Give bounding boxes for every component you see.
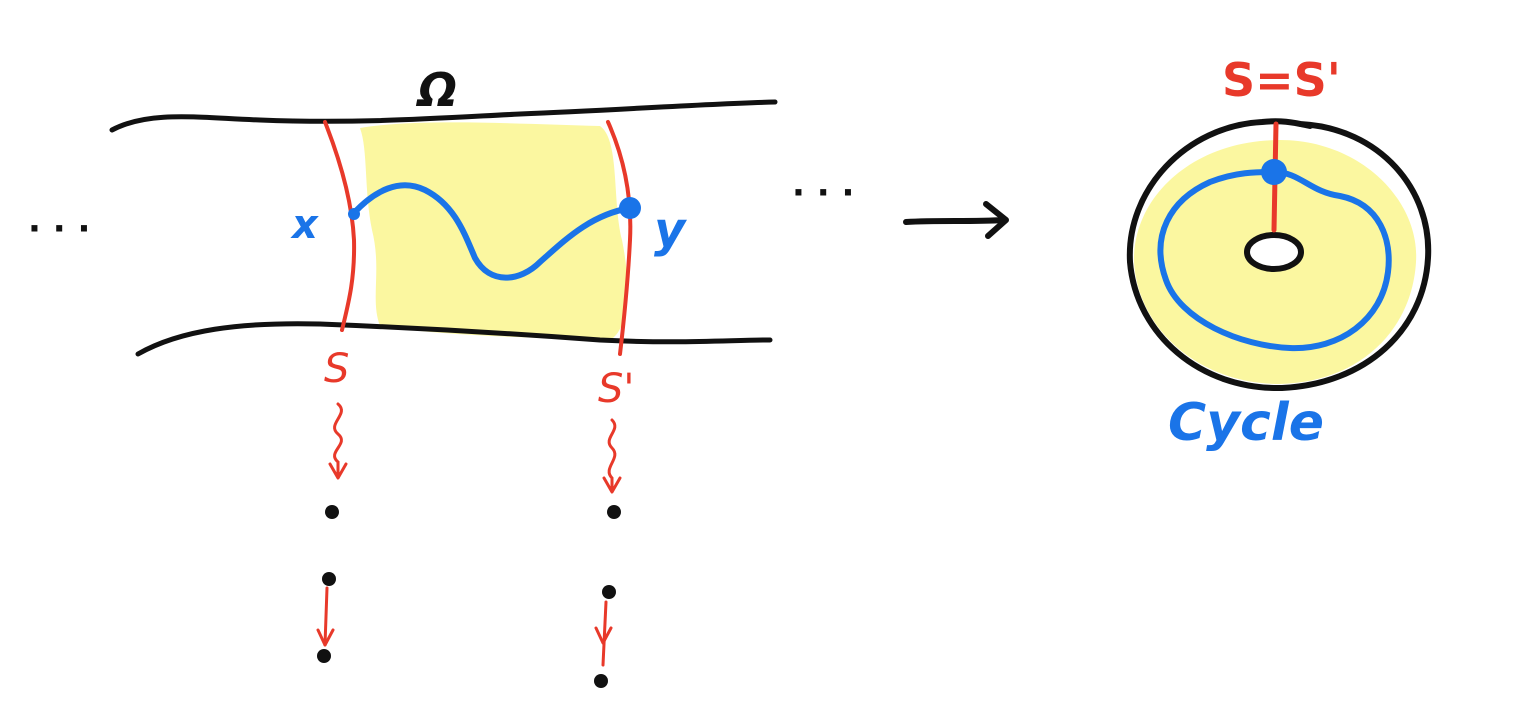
s-label: S bbox=[324, 346, 349, 392]
s-orbit-dot-3 bbox=[317, 649, 331, 663]
s-prime-squiggle-arrow bbox=[607, 418, 617, 490]
cycle-loop bbox=[1157, 169, 1392, 352]
strip-top-boundary bbox=[109, 99, 778, 133]
right-ellipsis: · · · bbox=[792, 173, 854, 213]
arrow-right-icon bbox=[903, 217, 1007, 225]
s-arrow-down bbox=[323, 586, 329, 647]
s-orbit-dot-2 bbox=[322, 572, 336, 586]
annulus-diagram: S=S' Cycle bbox=[1126, 53, 1432, 453]
s-eq-s-prime-label: S=S' bbox=[1222, 53, 1341, 107]
highlight-region bbox=[360, 122, 628, 340]
s-orbit-dot-1 bbox=[325, 505, 339, 519]
s-arrow-down-head bbox=[316, 628, 335, 647]
map-arrow bbox=[903, 201, 1009, 239]
annulus-outer-boundary bbox=[1126, 118, 1432, 392]
s-prime-orbit-dot-1 bbox=[607, 505, 621, 519]
annulus-inner-hole bbox=[1244, 232, 1304, 272]
cycle-basepoint-dot bbox=[1261, 159, 1287, 185]
section-s-prime-line bbox=[606, 120, 633, 356]
s-prime-label: S' bbox=[598, 366, 634, 412]
left-ellipsis: · · · bbox=[28, 209, 90, 249]
s-squiggle-arrowhead bbox=[328, 462, 348, 480]
strip-diagram: Ω x y S S' · · · · · · bbox=[28, 63, 854, 688]
y-label: y bbox=[654, 202, 687, 258]
cycle-label: Cycle bbox=[1168, 393, 1324, 453]
x-label: x bbox=[290, 202, 319, 248]
s-prime-arrow-down-head bbox=[594, 626, 613, 645]
s-squiggle-arrow bbox=[333, 402, 343, 476]
arrow-right-head bbox=[983, 201, 1009, 239]
section-s-line bbox=[323, 120, 357, 332]
omega-label: Ω bbox=[415, 63, 457, 117]
strip-bottom-boundary bbox=[135, 321, 773, 357]
s-prime-orbit-dot-3 bbox=[594, 674, 608, 688]
s-prime-squiggle-arrowhead bbox=[602, 476, 622, 494]
s-prime-orbit-dot-2 bbox=[602, 585, 616, 599]
s-prime-arrow-down bbox=[601, 600, 608, 667]
point-y-dot bbox=[619, 197, 641, 219]
point-x-dot bbox=[348, 208, 360, 220]
path-x-to-y bbox=[350, 182, 633, 281]
